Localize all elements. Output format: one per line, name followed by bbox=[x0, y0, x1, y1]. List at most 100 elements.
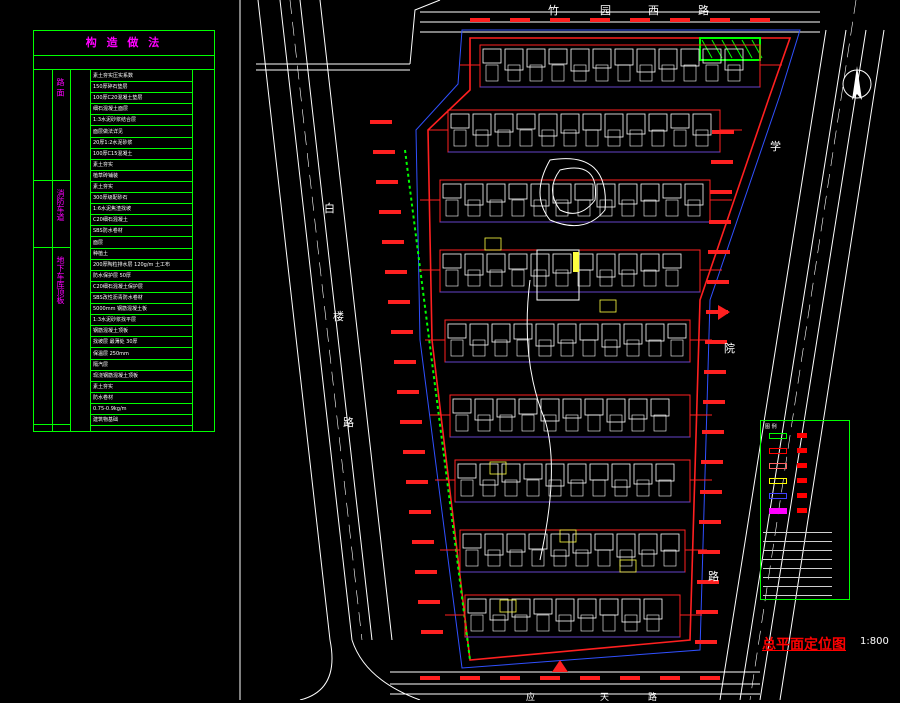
table-divider bbox=[70, 69, 71, 431]
building-unit bbox=[621, 199, 635, 217]
annotation-mark bbox=[695, 640, 717, 644]
table-row: 1:6水泥焦渣找坡 bbox=[90, 203, 192, 216]
table-header bbox=[34, 55, 214, 70]
building-unit bbox=[636, 48, 656, 73]
site-boundary bbox=[427, 37, 792, 661]
building-unit bbox=[475, 129, 489, 147]
building-unit bbox=[596, 253, 616, 278]
building-unit bbox=[648, 113, 668, 132]
annotation-mark bbox=[373, 150, 395, 154]
building-unit bbox=[643, 598, 663, 620]
table-row: 防水卷材 bbox=[90, 392, 192, 404]
table-row: 素土夯实 bbox=[90, 159, 192, 171]
table-divider bbox=[90, 69, 91, 431]
legend-title: 图 例 bbox=[765, 424, 777, 430]
table-row: 素土夯实 bbox=[90, 381, 192, 393]
building-unit bbox=[604, 339, 618, 357]
annotation-mark bbox=[391, 330, 413, 334]
annotation-mark bbox=[711, 160, 733, 164]
building-unit bbox=[606, 398, 626, 423]
road-curve bbox=[351, 639, 421, 700]
building-unit bbox=[552, 253, 572, 274]
building-unit bbox=[529, 64, 543, 82]
road-edge-east bbox=[719, 29, 827, 700]
building-unit bbox=[474, 398, 494, 421]
building-unit bbox=[670, 113, 690, 129]
building-unit bbox=[585, 129, 599, 147]
annotation-mark bbox=[708, 250, 730, 254]
building-unit bbox=[640, 183, 660, 202]
annotation-mark bbox=[385, 270, 407, 274]
building-unit bbox=[504, 48, 524, 71]
road-edge-east bbox=[739, 29, 847, 700]
building-unit bbox=[667, 323, 687, 339]
annotation-mark bbox=[510, 18, 530, 22]
building-unit bbox=[601, 323, 621, 348]
table-row: 100厚C15混凝土 bbox=[90, 148, 192, 160]
building-unit bbox=[692, 113, 712, 136]
building-unit bbox=[628, 398, 648, 420]
building-unit bbox=[489, 269, 503, 287]
table-row: 200厚陶粒排水层 120g/m 土工布 bbox=[90, 259, 192, 271]
table-row: 5000mm 钢筋混凝土板 bbox=[90, 303, 192, 316]
building-unit bbox=[506, 533, 526, 553]
building-unit bbox=[597, 549, 611, 567]
building-unit bbox=[491, 323, 511, 343]
table-title: 构 造 做 法 bbox=[34, 31, 214, 56]
building-unit bbox=[465, 549, 479, 567]
annotation-mark bbox=[709, 220, 731, 224]
annotation-mark bbox=[550, 18, 570, 22]
drawing-title: 总平面定位图 bbox=[762, 637, 846, 653]
building-unit bbox=[560, 113, 580, 134]
building-unit bbox=[452, 398, 472, 414]
building-unit bbox=[472, 339, 486, 357]
road-label-east-3: 路 bbox=[708, 570, 719, 583]
table-row: 保温层 250mm bbox=[90, 348, 192, 360]
building-unit bbox=[511, 269, 525, 287]
road-label-east-2: 院 bbox=[724, 342, 735, 355]
table-row: C20细石混凝土 bbox=[90, 214, 192, 227]
green-strip bbox=[404, 149, 471, 661]
table-row: 防水保护层 50厚 bbox=[90, 270, 192, 282]
building-unit bbox=[570, 48, 590, 72]
building-unit bbox=[665, 199, 679, 217]
building-unit bbox=[592, 48, 612, 69]
annotation-mark bbox=[500, 676, 520, 680]
building-unit bbox=[673, 129, 687, 147]
annotation-mark bbox=[409, 510, 431, 514]
road-label-west-2: 楼 bbox=[333, 310, 344, 323]
building-unit bbox=[541, 129, 555, 147]
annotation-mark bbox=[460, 676, 480, 680]
building-unit bbox=[658, 479, 672, 497]
building-unit bbox=[496, 398, 516, 418]
table-section-label: 地下车库顶板 bbox=[56, 255, 65, 304]
building-unit bbox=[662, 183, 682, 199]
structure-mark bbox=[559, 529, 577, 543]
building-unit bbox=[558, 614, 572, 632]
table-row: 隔汽层 bbox=[90, 359, 192, 371]
building-unit bbox=[518, 398, 538, 415]
building-unit bbox=[521, 414, 535, 432]
legend-symbol bbox=[769, 493, 787, 499]
annotation-mark bbox=[418, 600, 440, 604]
legend-symbol bbox=[769, 478, 787, 484]
building-unit bbox=[492, 614, 506, 632]
entrance-arrow bbox=[718, 305, 730, 320]
building-unit bbox=[526, 48, 546, 68]
road-label-west-1: 白 bbox=[324, 202, 335, 215]
building-unit bbox=[501, 463, 521, 483]
building-unit bbox=[575, 549, 589, 567]
building-unit bbox=[494, 113, 514, 133]
building-unit bbox=[614, 48, 634, 66]
building-unit bbox=[618, 183, 638, 205]
legend-text-mark bbox=[797, 493, 807, 498]
road-curve bbox=[299, 639, 333, 700]
table-row: 300厚级配砂石 bbox=[90, 192, 192, 205]
legend-box: 图 例 bbox=[760, 420, 850, 600]
building-unit bbox=[650, 398, 670, 417]
building-unit bbox=[662, 253, 682, 269]
road-edge-west bbox=[319, 0, 393, 641]
building-unit bbox=[487, 549, 501, 567]
annotation-mark bbox=[421, 630, 443, 634]
